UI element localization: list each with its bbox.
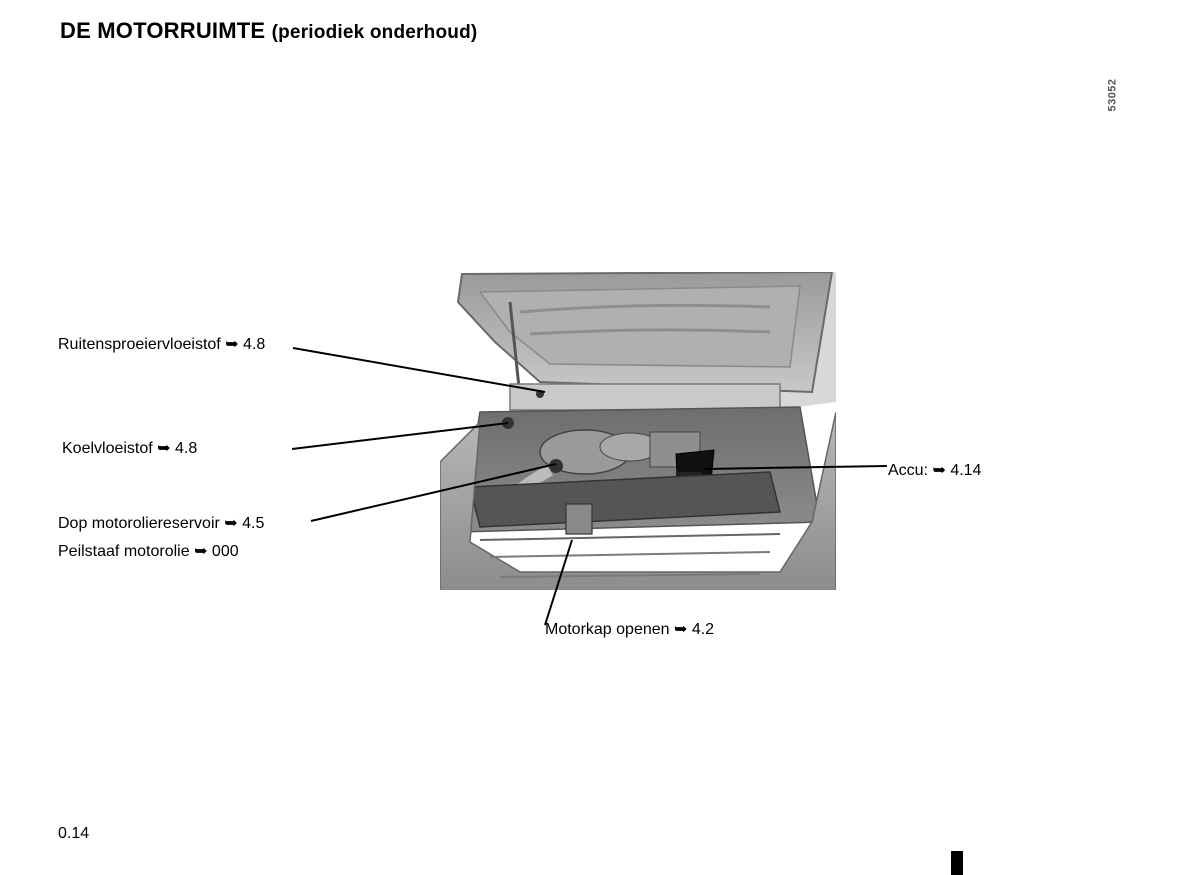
title-subtitle: (periodiek onderhoud): [271, 22, 478, 43]
callout-coolant: Koelvloeistof ➥ 4.8: [62, 440, 198, 457]
image-reference-text: 53052: [1107, 78, 1119, 112]
callout-oil-cap: Dop motorolie­reservoir ➥ 4.5: [58, 515, 265, 532]
callout-battery: Accu: ➥ 4.14: [888, 462, 982, 479]
callout-bonnet: Motorkap openen ➥ 4.2: [545, 621, 715, 638]
page-number: 0.14: [58, 825, 90, 842]
engine-bay-photo: [440, 272, 836, 600]
page-title: DE MOTORRUIMTE (periodiek onderhoud): [60, 18, 477, 44]
title-main: DE MOTORRUIMTE: [60, 18, 266, 43]
callout-washer-fluid: Ruitensproeiervloeistof ➥ 4.8: [58, 336, 266, 353]
image-reference-code: 53052: [1098, 78, 1128, 112]
section-tab-marker: [951, 851, 963, 875]
callout-dipstick: Peilstaaf motorolie ➥ 000: [58, 543, 239, 560]
